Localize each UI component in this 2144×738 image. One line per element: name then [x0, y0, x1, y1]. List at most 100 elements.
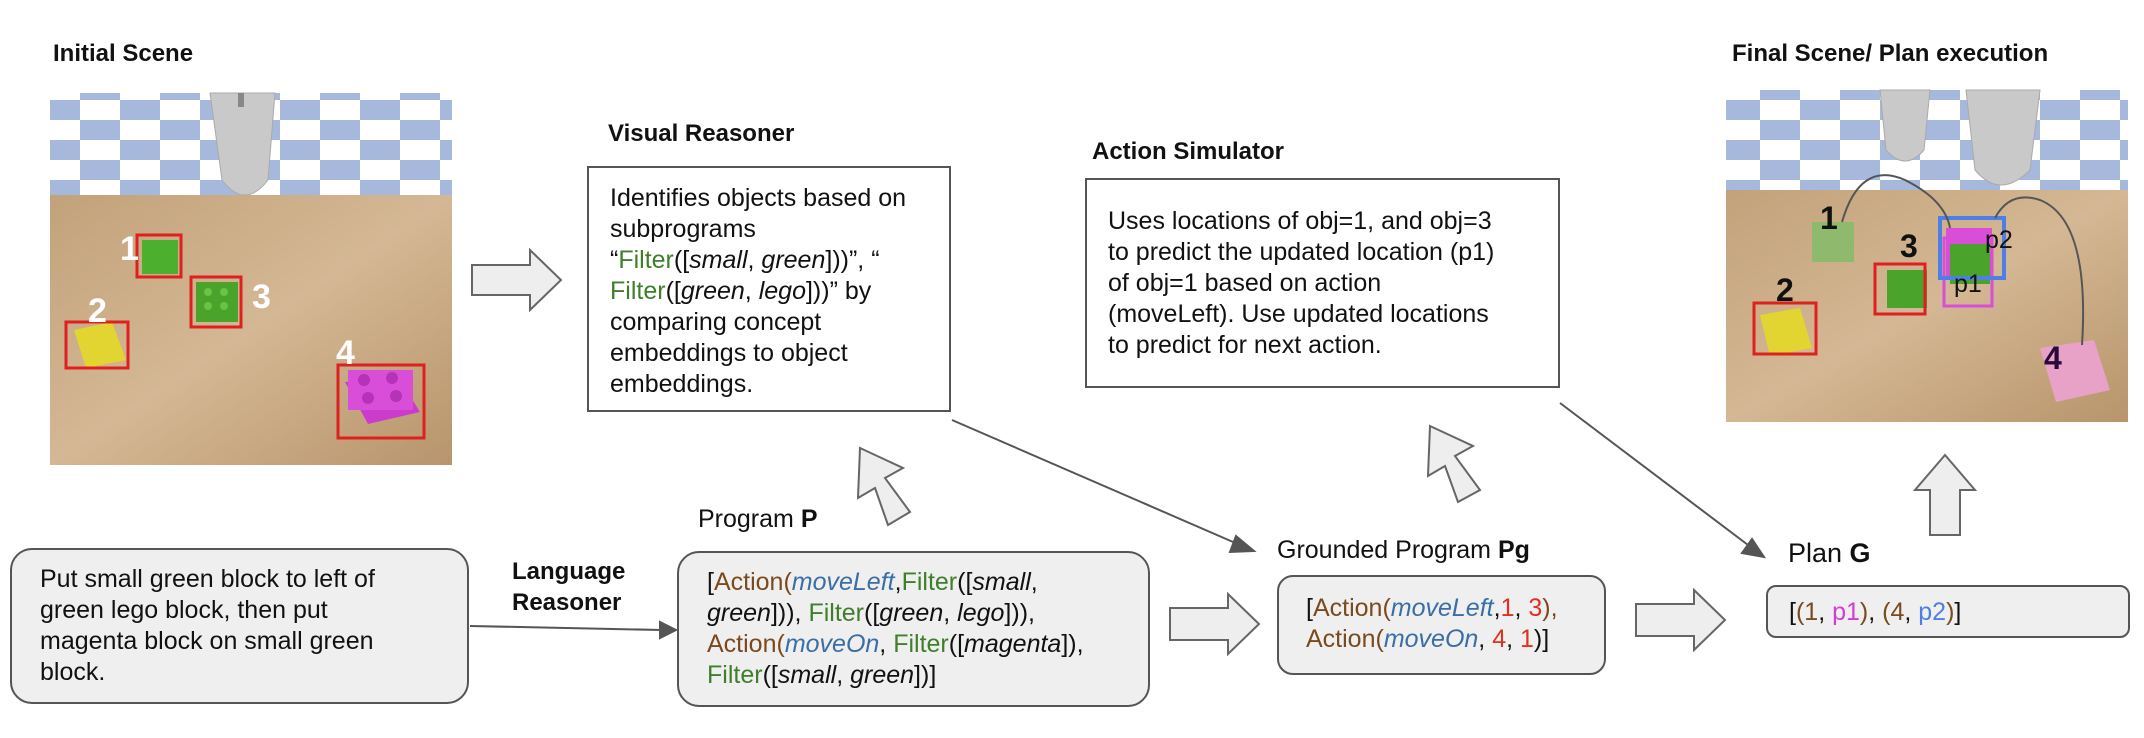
plan-label: Plan G [1788, 538, 1871, 569]
initial-scene-image [50, 92, 452, 465]
text-segment: , [836, 661, 851, 689]
text-segment: Action [1306, 625, 1376, 653]
final-label-1: 1 [1820, 200, 1838, 236]
action-simulator-text: Uses locations of obj=1, and obj=3 to pr… [1108, 206, 1494, 361]
program-box: [Action(moveLeft,Filter([small,green])),… [677, 551, 1150, 707]
text-segment: green [707, 599, 771, 627]
text-segment: ] [1954, 598, 1962, 626]
text-segment: p1 [1832, 598, 1860, 626]
text-segment: , [879, 630, 894, 658]
text-line: Action(moveOn, Filter([magenta]), [707, 629, 1084, 660]
text-segment: , [744, 277, 759, 305]
text-segment: Filter [893, 630, 949, 658]
text-line: Identifies objects based on [610, 183, 906, 214]
text-segment: [ [1789, 598, 1796, 626]
instruction-line: magenta block on small green [40, 627, 374, 655]
text-segment: Filter [707, 661, 763, 689]
language-reasoner-line: Reasoner [512, 589, 622, 616]
plan-label-text: Plan [1788, 538, 1850, 568]
final-label-4: 4 [2044, 340, 2062, 376]
text-segment: Filter [618, 246, 674, 274]
text-segment: , [1868, 598, 1883, 626]
text-segment: embeddings. [610, 370, 754, 398]
text-line: [(1, p1), (4, p2)] [1789, 597, 1961, 628]
text-segment: ) [1946, 598, 1955, 626]
text-segment: , [894, 568, 902, 596]
text-segment: ( [1795, 598, 1805, 626]
text-segment: embeddings to object [610, 339, 848, 367]
grounded-program-label-symbol: Pg [1497, 536, 1530, 564]
text-segment: , [1478, 625, 1493, 653]
initial-label-2: 2 [88, 292, 107, 330]
text-segment: ])), [1004, 599, 1035, 627]
grounded-program-label: Grounded Program Pg [1277, 536, 1530, 565]
plan-label-symbol: G [1849, 538, 1871, 568]
text-line: [Action(moveLeft,1, 3), [1306, 593, 1558, 624]
text-segment: 4 [1890, 598, 1905, 626]
text-segment: ( [776, 630, 785, 658]
text-segment: 1 [1500, 594, 1515, 622]
text-line: embeddings to object [610, 338, 906, 369]
final-scene-title: Final Scene/ Plan execution [1732, 40, 2049, 67]
text-segment: , [943, 599, 958, 627]
text-line: embeddings. [610, 369, 906, 400]
text-segment: lego [957, 599, 1005, 627]
text-segment: ]), [1061, 630, 1084, 658]
text-segment: moveOn [1383, 625, 1479, 653]
text-line: Filter([green, lego]))” by [610, 276, 906, 307]
text-segment: ([ [957, 568, 973, 596]
text-segment: , [1514, 594, 1529, 622]
text-line: subprograms [610, 214, 906, 245]
text-segment: ]))”, “ [825, 246, 880, 274]
text-segment: 1 [1520, 625, 1534, 653]
text-segment: ( [1882, 598, 1891, 626]
text-segment: magenta [964, 630, 1062, 658]
language-reasoner-label: Language Reasoner [512, 556, 625, 618]
text-segment: small [777, 661, 837, 689]
text-segment: ( [1382, 594, 1391, 622]
instruction-line: Put small green block to left of [40, 565, 375, 593]
text-segment: p2 [1918, 598, 1947, 626]
text-line: “Filter([small, green]))”, “ [610, 245, 906, 276]
text-segment: green [680, 277, 745, 305]
text-segment: ([ [864, 599, 880, 627]
text-segment: “ [610, 246, 619, 274]
action-simulator-title: Action Simulator [1092, 138, 1285, 165]
text-line: comparing concept [610, 307, 906, 338]
program-label-text: Program [698, 505, 801, 533]
text-segment: green [761, 246, 826, 274]
action-simulator-box: Uses locations of obj=1, and obj=3 to pr… [1085, 178, 1560, 388]
action-simulator-line: to predict the updated location (p1) [1108, 238, 1495, 266]
language-reasoner-line: Language [512, 558, 626, 585]
text-segment: ([ [762, 661, 778, 689]
text-segment: moveLeft [1390, 594, 1494, 622]
text-segment: ( [783, 568, 792, 596]
action-simulator-line: Uses locations of obj=1, and obj=3 [1108, 207, 1492, 235]
text-segment: Action [713, 568, 784, 596]
text-segment: ])), [770, 599, 809, 627]
action-simulator-line: of obj=1 based on action [1108, 269, 1382, 297]
text-segment: , [1493, 594, 1501, 622]
text-line: green])), Filter([green, lego])), [707, 598, 1084, 629]
instruction-line: block. [40, 658, 106, 686]
text-segment: Identifies objects based on [610, 184, 907, 212]
instruction-line: green lego block, then put [40, 596, 328, 624]
final-label-2: 2 [1776, 272, 1794, 308]
final-label-3: 3 [1900, 228, 1918, 264]
text-segment: ) [1859, 598, 1869, 626]
text-segment: [ [707, 568, 714, 596]
program-label-symbol: P [800, 505, 818, 533]
text-segment: , [1818, 598, 1833, 626]
text-segment: Action [1312, 594, 1383, 622]
text-segment: ( [1375, 625, 1384, 653]
text-segment: Filter [901, 568, 958, 596]
text-segment: [ [1306, 594, 1313, 622]
text-segment: Action [707, 630, 777, 658]
visual-reasoner-title: Visual Reasoner [608, 120, 795, 147]
text-segment: 1 [1804, 598, 1819, 626]
final-scene-image [1726, 89, 2128, 422]
text-segment: moveOn [784, 630, 880, 658]
instruction-text: Put small green block to left of green l… [40, 564, 375, 688]
